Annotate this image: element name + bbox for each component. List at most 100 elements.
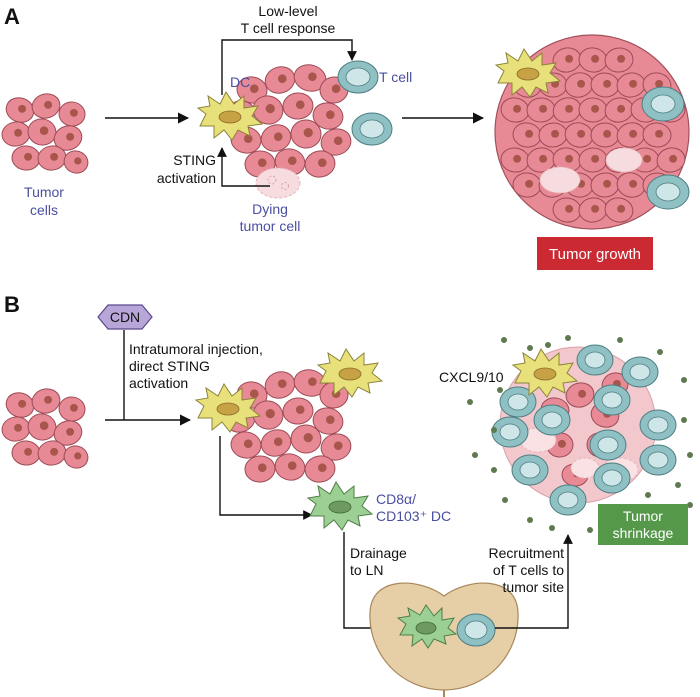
tumor-cell <box>1 121 31 147</box>
chemokine-dot <box>687 502 693 508</box>
tumor-cell <box>616 172 646 198</box>
tumor-cell <box>616 72 646 98</box>
tumor-cell <box>11 440 41 466</box>
t-cell <box>491 416 529 448</box>
t-cell-a-large-2 <box>646 174 690 210</box>
chemokine-dot <box>587 527 593 533</box>
tumor-cell <box>565 382 595 408</box>
chemokine-dot <box>687 452 693 458</box>
cd8-label-line2: CD103⁺ DC <box>376 508 451 524</box>
tumor-cell <box>63 445 89 469</box>
tumor-shrinkage-line2: shrinkage <box>613 525 674 541</box>
tumor-cell <box>236 76 268 104</box>
dying-tumor-cell-a <box>255 167 301 199</box>
injection-label-line2: direct STING <box>129 358 210 374</box>
tumor-cell <box>290 424 322 454</box>
tumor-cell <box>538 122 568 148</box>
tumor-cell <box>304 150 336 178</box>
tumor-cell <box>656 147 686 173</box>
drainage-label-line1: Drainage <box>350 545 407 561</box>
tumor-cell <box>293 369 327 397</box>
t-cell-label: T cell <box>379 69 412 85</box>
dendritic-cell-b-3 <box>511 348 579 398</box>
chemokine-dot <box>549 525 555 531</box>
chemokine-dot <box>467 399 473 405</box>
chemokine-dot <box>675 482 681 488</box>
chemokine-dot <box>681 377 687 383</box>
dc-to-cd8-arrow <box>219 436 313 520</box>
chemokine-dot <box>681 417 687 423</box>
t-cell <box>639 444 677 476</box>
sting-label-line1: STING <box>173 152 216 168</box>
tumor-cell <box>31 93 61 119</box>
dendritic-cell-a <box>196 91 264 141</box>
green-dc-in-ln <box>396 604 458 649</box>
tumor-cluster-a-small <box>1 93 89 174</box>
t-cell-a-large-1 <box>641 86 685 122</box>
tumor-cell <box>320 128 352 156</box>
t-cell <box>639 409 677 441</box>
tumor-cell <box>58 101 86 127</box>
tumor-cell <box>564 72 594 98</box>
tumor-cell <box>312 407 344 435</box>
tumor-cell <box>290 119 322 149</box>
tumor-cell <box>590 72 620 98</box>
tumor-cell <box>5 97 35 123</box>
dendritic-cell-a-large <box>494 48 562 98</box>
chemokine-dot <box>497 387 503 393</box>
cdn-hexagon <box>97 304 153 330</box>
tumor-cell <box>58 396 86 422</box>
tumor-shrinkage-box <box>598 504 688 545</box>
tumor-cell <box>230 431 262 459</box>
tumor-cell <box>1 416 31 442</box>
t-cell <box>589 429 627 461</box>
t-cell <box>593 462 631 494</box>
chemokine-dot <box>491 467 497 473</box>
drainage-label-line2: to LN <box>350 562 383 578</box>
t-cell <box>511 454 549 486</box>
low-level-label-line2: T cell response <box>241 20 336 36</box>
chemokine-dot <box>657 349 663 355</box>
tumor-cell <box>244 455 276 483</box>
tumor-cell <box>274 453 306 481</box>
cd8-label-line1: CD8α/ <box>376 491 416 507</box>
tumor-cell <box>264 371 296 399</box>
recruit-label-line1: Recruitment <box>489 545 565 561</box>
recruitment-arrow <box>495 534 573 629</box>
chemokine-dot <box>491 427 497 433</box>
chemokine-dot <box>502 497 508 503</box>
recruit-label-line3: tumor site <box>503 579 565 595</box>
tumor-cell <box>312 102 344 130</box>
chemokine-dot <box>501 337 507 343</box>
tumor-cell <box>63 150 89 174</box>
t-cell <box>621 356 659 388</box>
chemokine-dot <box>527 345 533 351</box>
tumor-cluster-b-medium <box>224 369 352 483</box>
tumor-cell <box>642 122 672 148</box>
tumor-cell <box>264 66 296 94</box>
sting-activation-arrow <box>217 147 270 187</box>
t-cell <box>549 484 587 516</box>
tumor-cell <box>260 429 292 457</box>
tumor-cells-label-line1: Tumor <box>24 184 64 200</box>
tumor-growth-label: Tumor growth <box>549 246 641 263</box>
tumor-cell <box>500 147 530 173</box>
tumor-cell <box>31 388 61 414</box>
panel-b-letter: B <box>4 292 20 317</box>
dendritic-cell-b-1 <box>194 383 262 433</box>
cdn-label: CDN <box>110 309 140 325</box>
dendritic-cell-b-2 <box>316 348 384 398</box>
dying-label-line2: tumor cell <box>240 218 301 234</box>
tumor-cell <box>11 145 41 171</box>
tumor-cells-label-line2: cells <box>30 202 58 218</box>
tumor-cell <box>27 118 57 146</box>
cd8-dendritic-cell <box>306 481 374 531</box>
t-cell <box>499 386 537 418</box>
dc-label: DC <box>230 74 250 90</box>
tumor-cell <box>53 420 83 446</box>
recruit-label-line2: of T cells to <box>493 562 564 578</box>
tumor-cell <box>578 47 608 73</box>
cxcl-label: CXCL9/10 <box>439 369 504 385</box>
